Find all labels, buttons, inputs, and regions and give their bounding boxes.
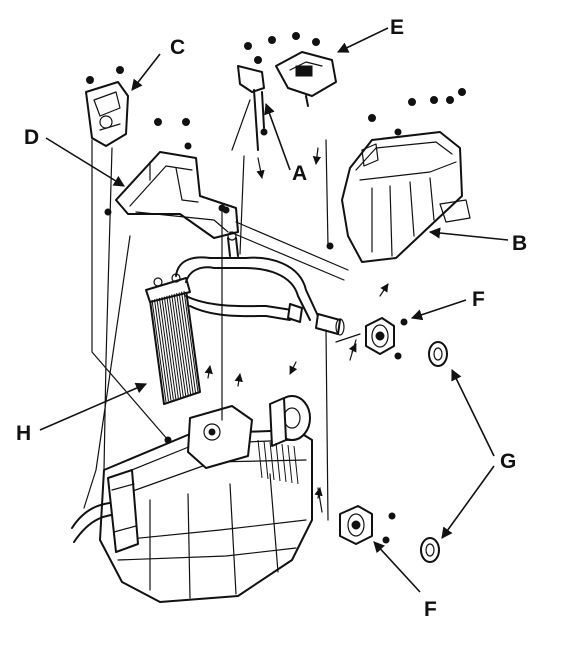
part-b-housing (326, 88, 471, 263)
callout-d: D (24, 126, 39, 149)
part-h-heater-core (145, 273, 201, 405)
part-e-bracket (268, 32, 337, 107)
callout-b: B (512, 232, 527, 255)
callout-f-upper: F (472, 288, 485, 311)
part-g-grommets (420, 341, 448, 563)
part-f-upper-fitting (349, 317, 408, 361)
callout-c: C (170, 36, 185, 59)
part-c-bracket (85, 66, 129, 147)
heater-pipes (175, 231, 345, 336)
callout-e: E (390, 16, 404, 39)
part-d-duct (104, 118, 239, 239)
callout-a: A (292, 162, 307, 185)
callout-g: G (500, 450, 516, 473)
part-a-sensor (231, 42, 268, 151)
main-heater-unit (71, 206, 313, 603)
callout-labels: C E D A B F H G F (16, 16, 527, 621)
direction-arrows (204, 147, 389, 499)
callout-f-lower: F (424, 598, 437, 621)
assembly-guide-lines (83, 139, 361, 521)
callout-leaders (39, 27, 509, 593)
part-f-lower-fitting (339, 505, 396, 545)
callout-h: H (16, 422, 31, 445)
